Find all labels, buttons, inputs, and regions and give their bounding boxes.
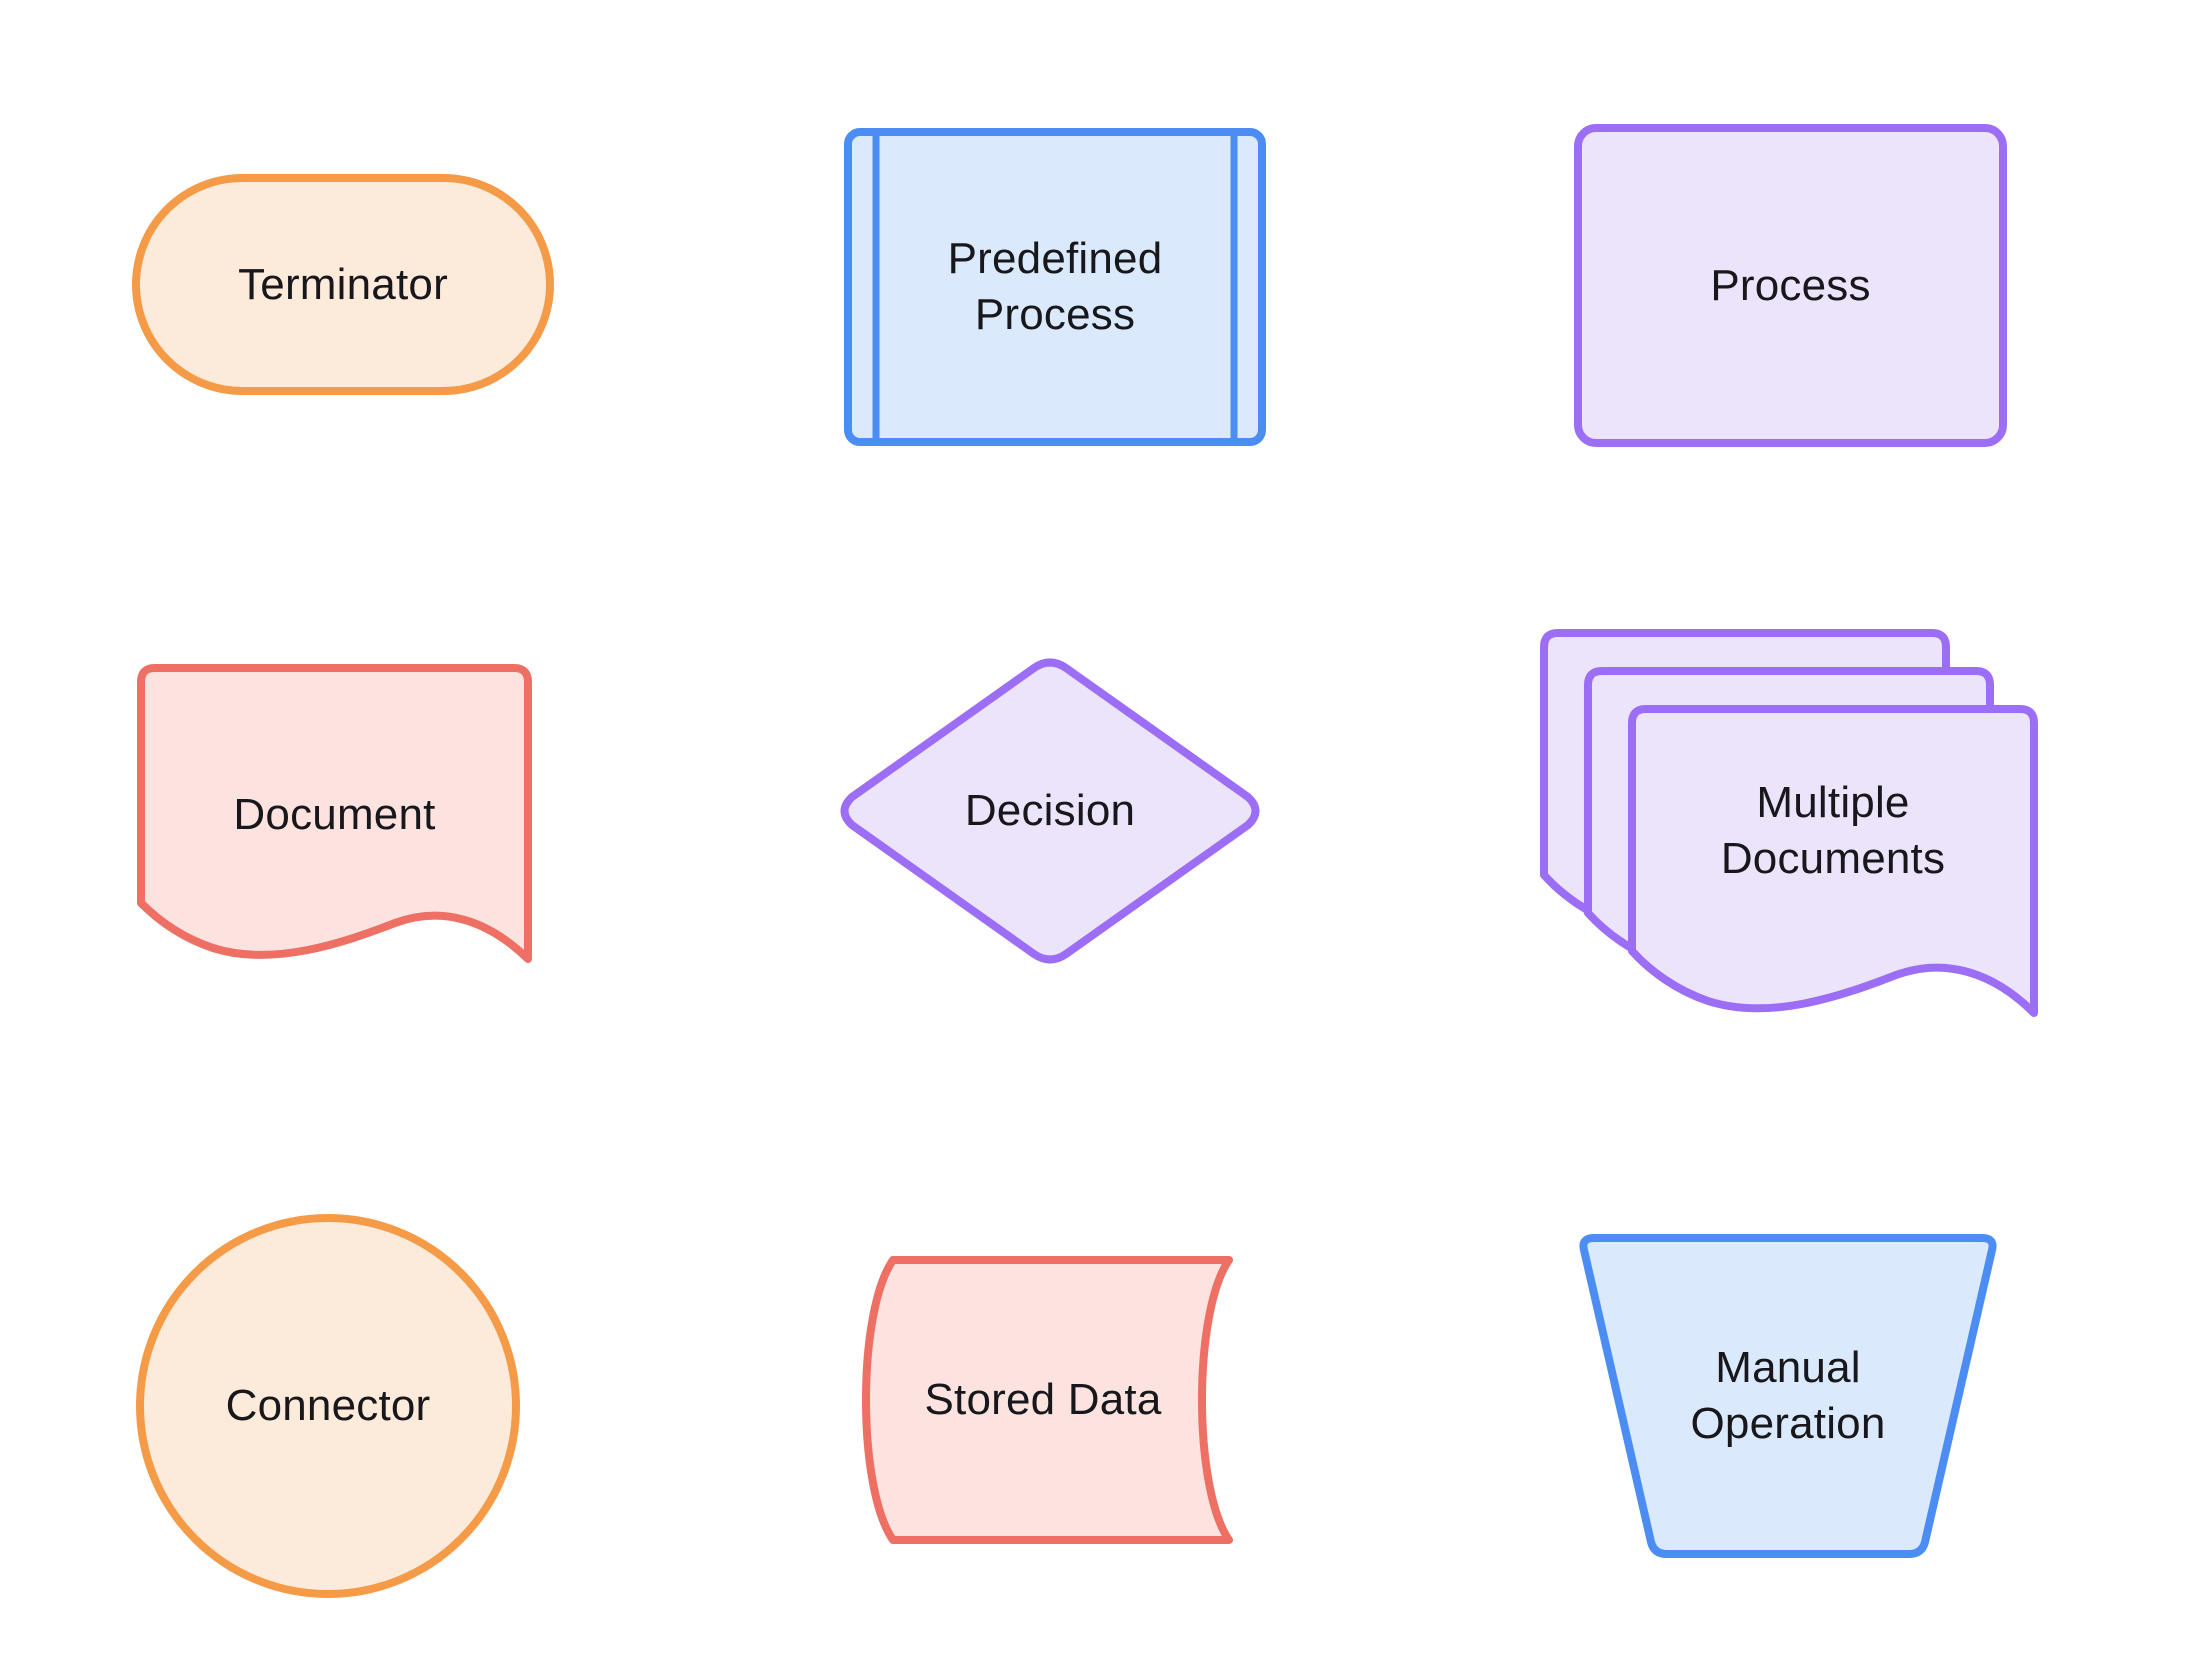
terminator-shape [132,174,554,395]
decision-shape [840,658,1260,964]
stored-data-path [862,1256,1233,1544]
terminator-stadium [132,174,554,395]
connector-circle [136,1214,520,1598]
manual-operation-trapezoid [1579,1234,1997,1558]
predefined-process-rect [844,128,1266,446]
connector-shape [136,1214,520,1598]
multiple-documents-shape [1540,629,2038,1017]
document-shape [137,664,532,963]
decision-diamond [840,658,1260,964]
process-shape [1574,124,2007,447]
stored-data-shape [862,1256,1233,1544]
document-path [137,664,532,963]
manual-operation-shape [1579,1234,1997,1558]
predefined-process-shape [844,128,1266,446]
process-rect [1574,124,2007,447]
multiple-documents-front-sheet [1628,705,2038,1017]
